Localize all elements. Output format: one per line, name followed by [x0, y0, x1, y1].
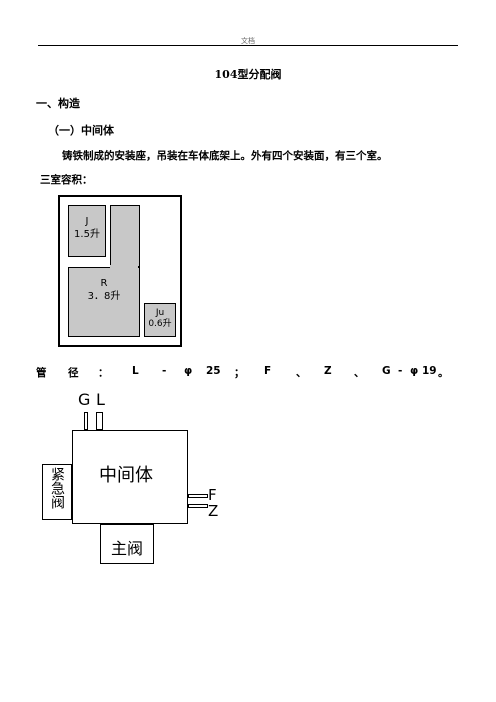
emergency-valve-label: 紧急阀: [49, 467, 65, 509]
chamber-volume-label: 三室容积：: [40, 174, 93, 186]
pipe-token: L: [132, 365, 139, 377]
pipe-token: φ: [410, 365, 419, 377]
chamber-j-name: J: [85, 216, 89, 227]
intermediate-body-label: 中间体: [99, 465, 153, 486]
header-divider: [38, 45, 458, 46]
pipe-token: G: [382, 365, 391, 377]
pipe-token: ；: [234, 367, 245, 379]
page-header-label: 文档: [241, 37, 255, 45]
pipe-token: 径: [68, 367, 79, 379]
section-heading-construction: 一、构造: [36, 97, 80, 110]
pipe-token: Z: [324, 365, 332, 377]
chamber-r-volume: 3．8升: [87, 290, 121, 302]
pipe-g: [84, 412, 88, 430]
pipe-token: ：: [98, 367, 109, 379]
chamber-volume-figure: J 1.5升 R 3．8升 Ju 0.6升: [58, 195, 182, 347]
main-valve-box: 主阀: [100, 524, 154, 564]
subsection-heading-intermediate-body: （一）中间体: [48, 124, 114, 137]
chamber-r: R 3．8升: [68, 267, 140, 337]
pipe-f: [188, 494, 208, 498]
pipe-token: 、: [354, 367, 365, 379]
pipe-l: [96, 412, 103, 430]
pipe-token: 管: [36, 367, 47, 379]
emergency-valve-box: 紧急阀: [42, 464, 72, 520]
main-valve-label: 主阀: [111, 539, 144, 558]
pipe-token: F: [264, 365, 272, 377]
pipe-z: [188, 504, 208, 508]
pipe-token: 。: [438, 367, 449, 379]
chamber-ju-volume: 0.6升: [148, 319, 172, 330]
chamber-ju-name: Ju: [155, 308, 165, 318]
pipe-token: 25: [206, 365, 221, 377]
pipe-z-label: Z: [208, 502, 219, 520]
pipe-token: 、: [296, 367, 307, 379]
pipe-f-label: F: [208, 486, 217, 504]
chamber-j-volume: 1.5升: [74, 228, 100, 240]
chamber-ju: Ju 0.6升: [144, 303, 176, 337]
pipe-l-label: L: [96, 390, 105, 409]
chamber-j: J 1.5升: [68, 205, 106, 257]
chamber-r-joint: [110, 265, 138, 269]
pipe-token: 19: [422, 365, 437, 377]
document-title: 104型分配阀: [214, 68, 282, 81]
pipe-g-label: G: [78, 390, 91, 409]
intermediate-body-box: 中间体: [72, 430, 188, 524]
valve-layout-diagram: G L 中间体 紧急阀 主阀 F Z: [38, 388, 238, 568]
chamber-r-name: R: [100, 278, 108, 289]
pipe-token: -: [162, 365, 167, 377]
pipe-token: φ: [184, 365, 193, 377]
intermediate-body-description: 铸铁制成的安装座，吊装在车体底架上。外有四个安装面，有三个室。: [62, 150, 388, 162]
pipe-token: -: [398, 365, 403, 377]
chamber-r-upper-arm: [110, 205, 140, 267]
